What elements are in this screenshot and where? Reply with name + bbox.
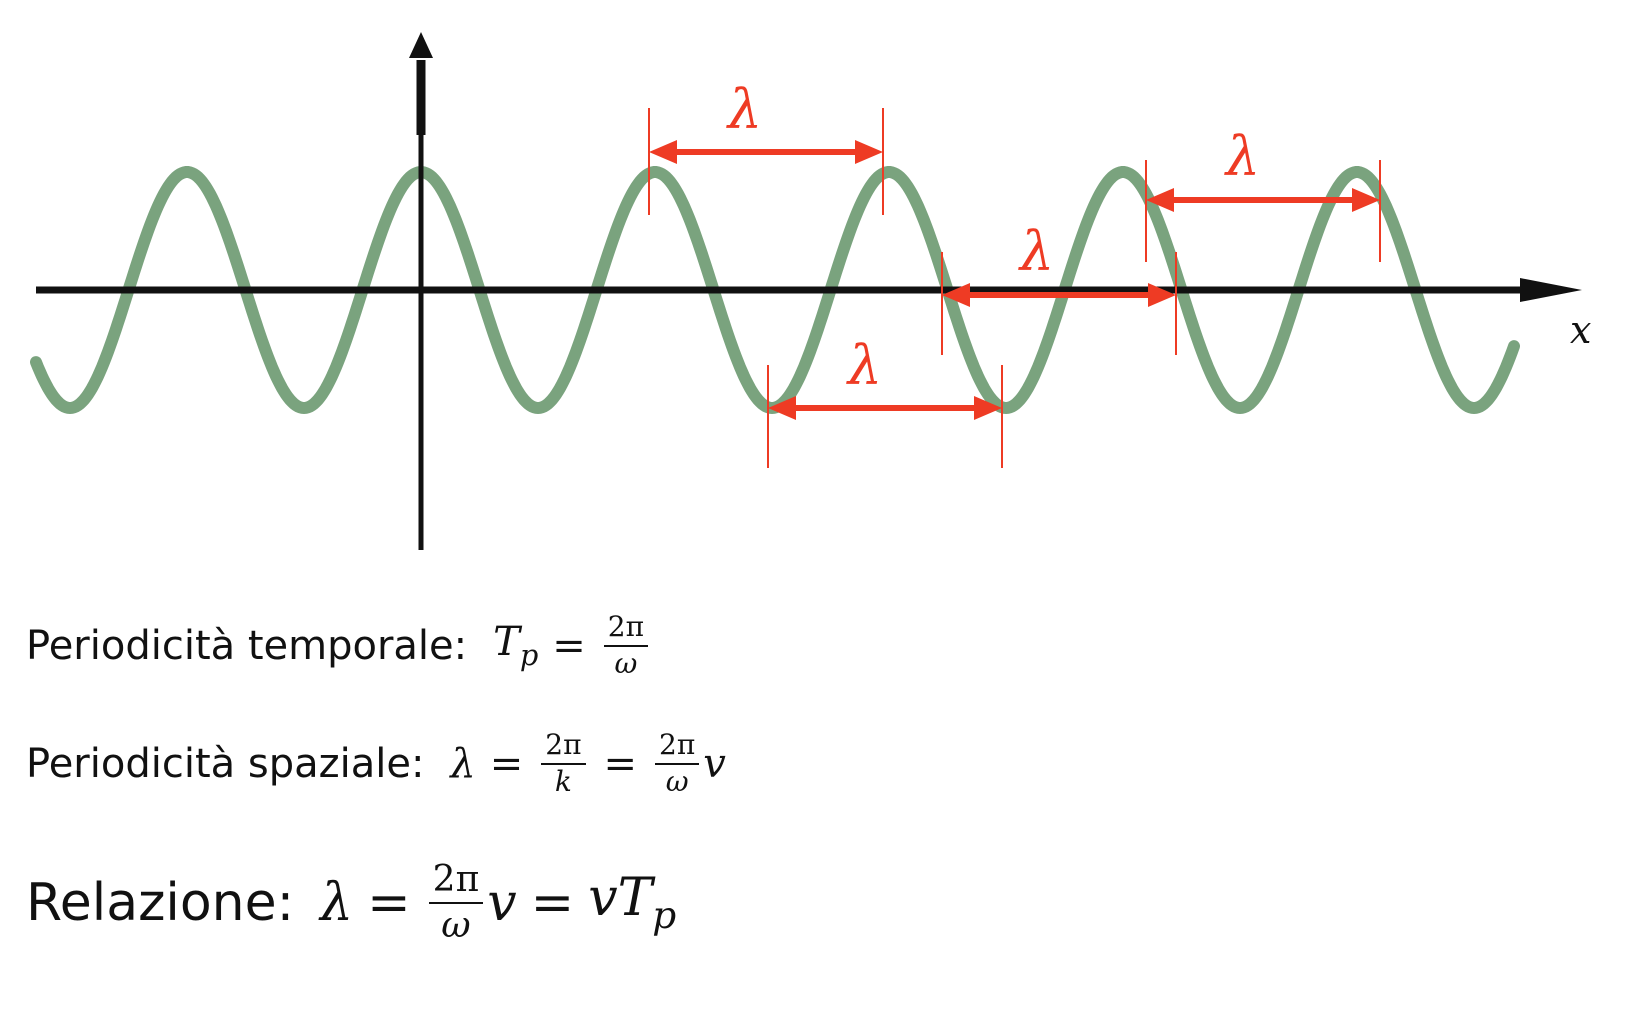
equation-spatial-period: Periodicità spaziale: λ = 2π k = 2π ω v: [26, 729, 726, 798]
fraction-2pi-over-omega: 2π ω: [428, 860, 484, 945]
fraction-2pi-over-k: 2π k: [541, 729, 586, 798]
equals-sign: =: [489, 740, 524, 787]
spatial-period-lhs: λ: [450, 740, 476, 787]
wave-diagram: x λ λ λ λ: [30, 32, 1591, 550]
wavelength-marker-3: λ: [941, 220, 1177, 355]
equation-relation: Relazione: λ = 2π ω v = vTp: [26, 860, 676, 945]
wavelength-marker-4: λ: [767, 334, 1003, 468]
x-axis-arrowhead: [1520, 278, 1582, 302]
velocity-symbol: v: [703, 740, 726, 787]
temporal-period-lhs: Tp: [493, 619, 539, 673]
relation-label: Relazione:: [26, 872, 295, 933]
wavelength-label-4: λ: [846, 334, 882, 397]
wavelength-marker-2: λ: [1145, 125, 1381, 262]
wavelength-label-1: λ: [726, 78, 762, 141]
spatial-period-label: Periodicità spaziale:: [26, 740, 425, 787]
velocity-symbol: v: [487, 872, 517, 933]
wavelength-label-2: λ: [1224, 125, 1260, 188]
wavelength-marker-1: λ: [648, 78, 884, 215]
equals-sign: =: [367, 872, 411, 933]
equals-sign: =: [552, 622, 586, 669]
x-axis-label: x: [1570, 308, 1591, 352]
equals-sign: =: [603, 740, 638, 787]
y-axis-arrowhead: [409, 32, 433, 58]
fraction-2pi-over-omega: 2π ω: [603, 611, 648, 680]
wavelength-label-3: λ: [1018, 220, 1054, 283]
equation-temporal-period: Periodicità temporale: Tp = 2π ω: [26, 611, 652, 680]
fraction-2pi-over-omega: 2π ω: [655, 729, 700, 798]
relation-rhs: vTp: [588, 868, 677, 938]
relation-lhs: λ: [320, 872, 354, 933]
temporal-period-label: Periodicità temporale:: [26, 622, 468, 669]
equals-sign: =: [530, 872, 575, 933]
